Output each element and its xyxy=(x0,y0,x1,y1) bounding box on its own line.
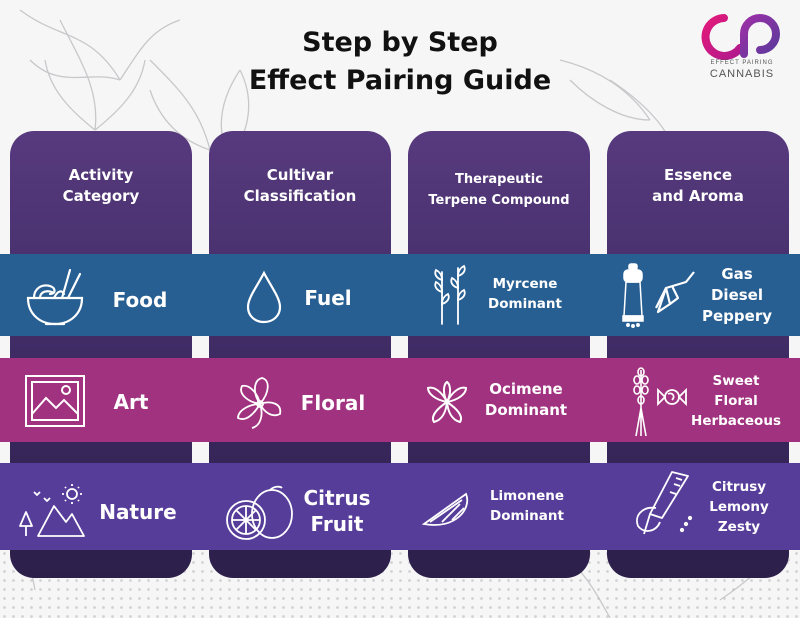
cell-citrusy-lemony-zesty: Citrusy Lemony Zesty xyxy=(692,476,786,538)
column-header-terpene: Therapeutic Terpene Compound xyxy=(408,169,590,211)
logo-tagline: EFFECT PAIRING xyxy=(710,60,774,66)
cell-food: Food xyxy=(100,282,180,318)
cell-label: Floral xyxy=(714,393,758,409)
cell-sweet-floral-herbaceous: Sweet Floral Herbaceous xyxy=(684,370,788,432)
cell-label: Sweet xyxy=(712,373,760,389)
cell-floral: Floral xyxy=(298,388,368,418)
framed-picture-icon xyxy=(24,374,86,428)
cell-nature: Nature xyxy=(96,496,180,528)
herb-sprigs-icon xyxy=(428,264,472,326)
cell-label: Dominant xyxy=(484,401,568,419)
cell-label: Fuel xyxy=(304,286,352,310)
cell-art: Art xyxy=(104,386,158,418)
zester-icon xyxy=(628,468,700,540)
row-band-nature xyxy=(0,463,800,550)
header-line: Activity xyxy=(68,166,134,184)
column-header-aroma: Essence and Aroma xyxy=(607,165,789,207)
cell-limonene: Limonene Dominant xyxy=(476,484,578,528)
title-line-1: Step by Step xyxy=(302,27,498,58)
cell-ocimene: Ocimene Dominant xyxy=(478,378,574,422)
header-line: Essence xyxy=(663,166,733,184)
droplet-icon xyxy=(244,270,284,324)
header-line: Therapeutic xyxy=(455,172,543,187)
cell-label: Myrcene xyxy=(492,276,558,292)
cell-label: Ocimene xyxy=(489,380,563,398)
header-line: Terpene Compound xyxy=(428,193,570,208)
blossom-icon xyxy=(424,380,470,424)
fuel-nozzle-icon xyxy=(652,268,698,314)
cell-label: Dominant xyxy=(488,296,562,312)
cell-label: Dominant xyxy=(490,508,564,524)
flower-icon xyxy=(230,374,290,432)
page-title: Step by Step Effect Pairing Guide xyxy=(150,24,650,100)
brand-logo: EFFECT PAIRING CANNABIS xyxy=(694,14,790,84)
title-line-2: Effect Pairing Guide xyxy=(248,65,552,96)
cell-myrcene: Myrcene Dominant xyxy=(472,272,578,316)
cell-label: Art xyxy=(113,390,149,414)
cell-label: Food xyxy=(112,288,168,312)
noodle-bowl-icon xyxy=(22,264,88,330)
cell-label: Limonene xyxy=(489,488,565,504)
header-line: and Aroma xyxy=(652,187,744,205)
cell-fuel: Fuel xyxy=(296,282,360,314)
cell-label: Nature xyxy=(99,500,177,524)
cell-label: Herbaceous xyxy=(691,413,781,429)
logo-wordmark: CANNABIS xyxy=(709,68,775,80)
candy-icon xyxy=(656,386,688,408)
header-line: Cultivar xyxy=(266,166,334,184)
header-line: Classification xyxy=(243,187,357,205)
cell-label: Zesty xyxy=(717,519,761,535)
lemon-slice-icon xyxy=(420,484,470,528)
cell-label: Gas xyxy=(721,264,753,283)
cell-label: Floral xyxy=(300,391,366,415)
citrus-fruit-icon xyxy=(222,484,296,544)
pepper-grinder-icon xyxy=(618,262,648,328)
cell-label: Fruit xyxy=(310,512,364,536)
column-header-cultivar: Cultivar Classification xyxy=(209,165,391,207)
cell-label: Diesel xyxy=(710,285,763,304)
cell-label: Peppery xyxy=(702,306,772,325)
cell-label: Lemony xyxy=(709,499,769,515)
cell-citrus-fruit: Citrus Fruit xyxy=(300,484,374,538)
lavender-icon xyxy=(628,364,654,438)
ep-logo-icon xyxy=(701,14,780,60)
cell-gas-diesel-peppery: Gas Diesel Peppery xyxy=(690,262,784,328)
mountains-sun-icon xyxy=(18,482,86,538)
cell-label: Citrus xyxy=(303,486,371,510)
column-header-activity: Activity Category xyxy=(10,165,192,207)
cell-label: Citrusy xyxy=(711,479,767,495)
header-line: Category xyxy=(62,187,140,205)
